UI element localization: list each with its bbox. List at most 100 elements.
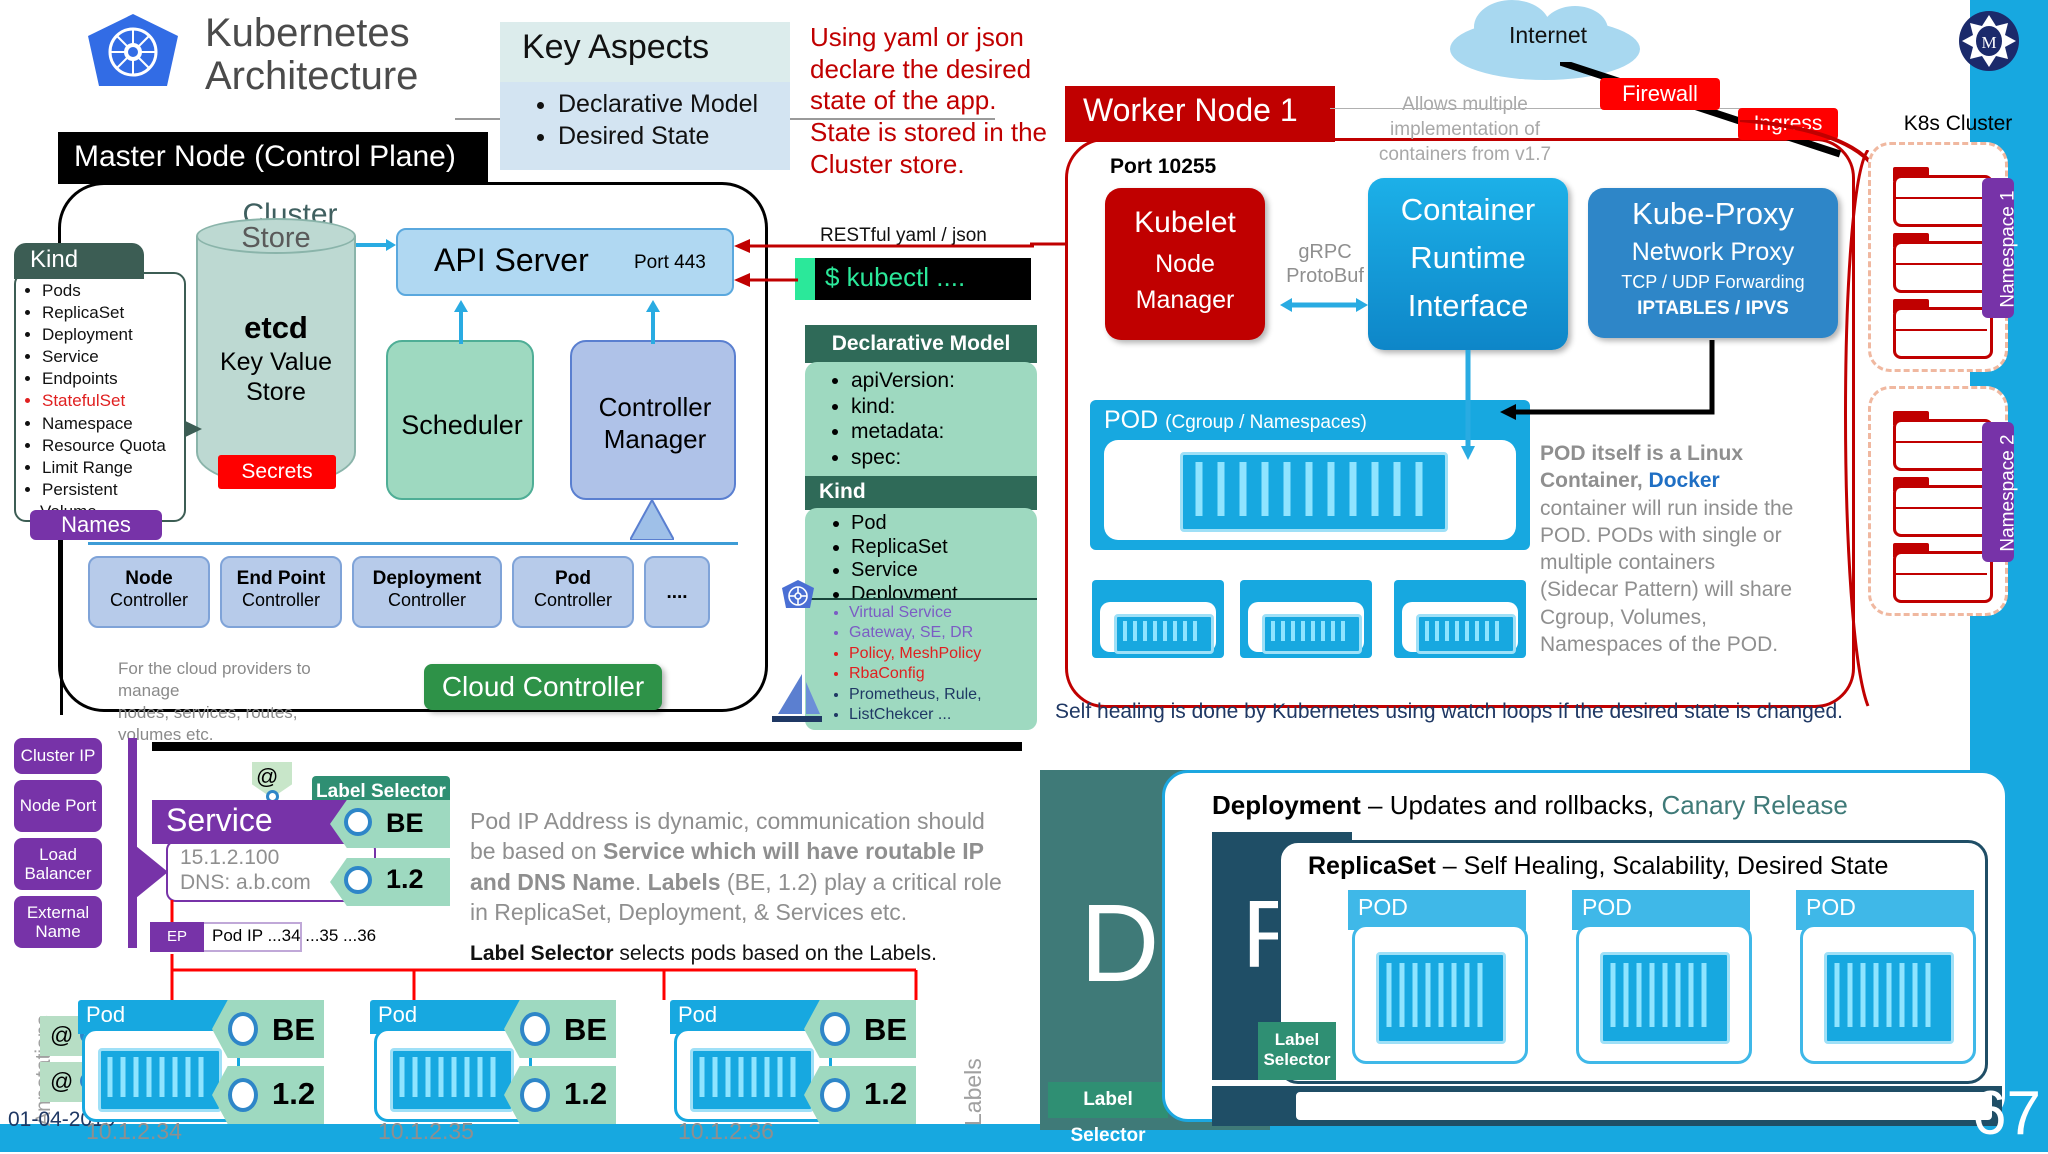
kind-item: Service — [42, 346, 184, 368]
dm-kind-item: Pod — [851, 512, 1037, 536]
replicaset-title: ReplicaSet – Self Healing, Scalability, … — [1308, 852, 1888, 881]
controller-more[interactable]: .... — [644, 556, 710, 628]
pod-label-be-text: BE — [864, 1012, 908, 1047]
at-symbol-icon: @ — [50, 1022, 74, 1048]
small-pod — [1394, 580, 1526, 658]
replicaset-label-selector-badge: Label Selector — [1258, 1022, 1336, 1080]
container-icon — [1416, 614, 1516, 654]
deployment-title-rest: – Updates and rollbacks, — [1360, 790, 1662, 820]
istio-kind-item: Policy, MeshPolicy — [849, 644, 1037, 664]
deployment-letter-d: D — [1080, 882, 1160, 1005]
bottom-pod: Pod 10.1.2.35 — [370, 1000, 532, 1144]
istio-kind-item: ListChekcer ... — [849, 705, 1037, 725]
service-type-load-balancer[interactable]: Load Balancer — [14, 838, 102, 890]
dm-kind-item: Service — [851, 559, 1037, 583]
kubelet-box[interactable]: Kubelet Node Manager — [1105, 188, 1265, 340]
internet-cloud-icon — [1450, 0, 1640, 80]
declarative-kind-list: Pod ReplicaSet Service Deployment — [805, 508, 1037, 605]
pod-label: POD (Cgroup / Namespaces) — [1104, 406, 1367, 435]
kube-proxy-sub: Network Proxy — [1631, 238, 1795, 266]
store-label: Store — [241, 222, 311, 254]
api-server-box[interactable]: API Server Port 443 — [396, 228, 734, 296]
etcd-sub-2: Store — [246, 378, 306, 406]
sailboat-icon — [772, 672, 822, 728]
controller-title: End Point — [236, 568, 326, 589]
key-aspects-body: Declarative Model Desired State — [500, 82, 790, 170]
service-header-bar — [152, 800, 352, 844]
istio-kind-item: RbaConfig — [849, 664, 1037, 684]
namespace-1-pill: Namespace 1 — [1982, 178, 2019, 318]
page-number: 67 — [1972, 1079, 2041, 1148]
ctlmgr-bottom-triangle-icon — [630, 500, 674, 540]
replicaset-pod: POD — [1348, 890, 1528, 1064]
kubectl-terminal[interactable]: $ kubectl .... — [795, 258, 1031, 300]
istio-kind-item: Virtual Service — [849, 603, 1037, 623]
pod-label-12-text: 1.2 — [864, 1076, 908, 1111]
controller-manager-label-2: Manager — [603, 424, 707, 454]
cri-to-pod-line-icon — [1461, 350, 1475, 460]
service-label-be-text: BE — [386, 808, 424, 838]
cloud-note-line-1: For the cloud providers to manage — [118, 659, 311, 701]
kube-proxy-box[interactable]: Kube-Proxy Network Proxy TCP / UDP Forwa… — [1588, 188, 1838, 338]
container-icon — [1824, 952, 1954, 1044]
controller-manager-box[interactable]: Controller Manager — [570, 340, 736, 500]
istio-kind-item: Gateway, SE, DR — [849, 623, 1037, 643]
endpoint-connector-lines — [170, 900, 918, 1000]
container-icon — [98, 1048, 222, 1112]
pod-box: POD (Cgroup / Namespaces) — [1090, 400, 1530, 550]
deployment-title: Deployment – Updates and rollbacks, Cana… — [1212, 790, 1848, 821]
container-runtime-interface-box[interactable]: Container Runtime Interface — [1368, 178, 1568, 350]
kubectl-command: $ kubectl .... — [825, 262, 966, 292]
controller-deployment[interactable]: Deployment Controller — [352, 556, 502, 628]
bottom-blue-strip — [0, 1124, 2048, 1152]
controller-endpoint[interactable]: End Point Controller — [220, 556, 342, 628]
kind-item: Resource Quota — [42, 435, 184, 457]
pod-desc-bold-1: POD itself is a Linux — [1540, 442, 1744, 465]
service-type-node-port[interactable]: Node Port — [14, 780, 102, 832]
scheduler-label: Scheduler — [401, 410, 523, 440]
service-ip: 15.1.2.100 — [180, 846, 280, 869]
cloud-note-line-2: nodes, services, routes, volumes etc. — [118, 703, 298, 745]
svg-text:M: M — [1981, 33, 1996, 52]
service-title: Service — [166, 802, 273, 838]
namespace-2-pill: Namespace 2 — [1982, 422, 2019, 562]
worker-node-header: Worker Node 1 — [1065, 86, 1335, 142]
pod-title: POD — [1572, 890, 1750, 930]
controller-pod[interactable]: Pod Controller — [512, 556, 634, 628]
lbl-note-rest: selects pods based on the Labels. — [613, 942, 937, 965]
controller-sub: Controller — [241, 590, 321, 610]
service-type-external-name[interactable]: External Name — [14, 896, 102, 948]
cri-note-rule — [1330, 108, 1830, 109]
kind-item: Limit Range — [42, 457, 184, 479]
namespace-2-label: Namespace 2 — [1997, 434, 2019, 552]
replicaset-pod: POD — [1572, 890, 1752, 1064]
cri-line-1: Container — [1400, 192, 1536, 227]
key-aspects-card: Key Aspects Declarative Model Desired St… — [500, 22, 790, 170]
restful-label: RESTful yaml / json — [820, 225, 987, 246]
container-icon — [1262, 614, 1362, 654]
declarative-kind-header: Kind — [805, 476, 1037, 510]
endpoints-label: EP — [150, 922, 204, 952]
pill-label: Node Port — [19, 796, 97, 816]
controller-node[interactable]: Node Controller — [88, 556, 210, 628]
service-left-arrow-icon — [136, 846, 168, 898]
bottom-pod: Pod 10.1.2.36 — [670, 1000, 832, 1144]
label-circle-icon — [344, 808, 372, 836]
service-type-cluster-ip[interactable]: Cluster IP — [14, 738, 102, 774]
declarative-model-fields: apiVersion: kind: metadata: spec: — [805, 362, 1037, 476]
controller-sub: Controller — [533, 590, 613, 610]
kube-proxy-line-4: IPTABLES / IPVS — [1637, 298, 1789, 319]
scheduler-box[interactable]: Scheduler — [386, 340, 534, 500]
kind-item: Persistent — [42, 479, 184, 501]
label-circle-icon — [344, 866, 372, 894]
container-icon — [690, 1048, 814, 1112]
internet-label: Internet — [1509, 22, 1587, 48]
grpc-protobuf-label: gRPC ProtoBuf — [1285, 240, 1365, 289]
pod-title: POD — [1796, 890, 1974, 930]
title-line-1: Kubernetes — [205, 11, 410, 55]
replicaset-pod: POD — [1796, 890, 1976, 1064]
deployment-title-accent: Canary Release — [1661, 790, 1848, 820]
kube-proxy-title: Kube-Proxy — [1632, 196, 1794, 231]
cloud-controller-badge[interactable]: Cloud Controller — [424, 664, 662, 710]
svc-para-bold-2: Labels — [647, 868, 721, 895]
